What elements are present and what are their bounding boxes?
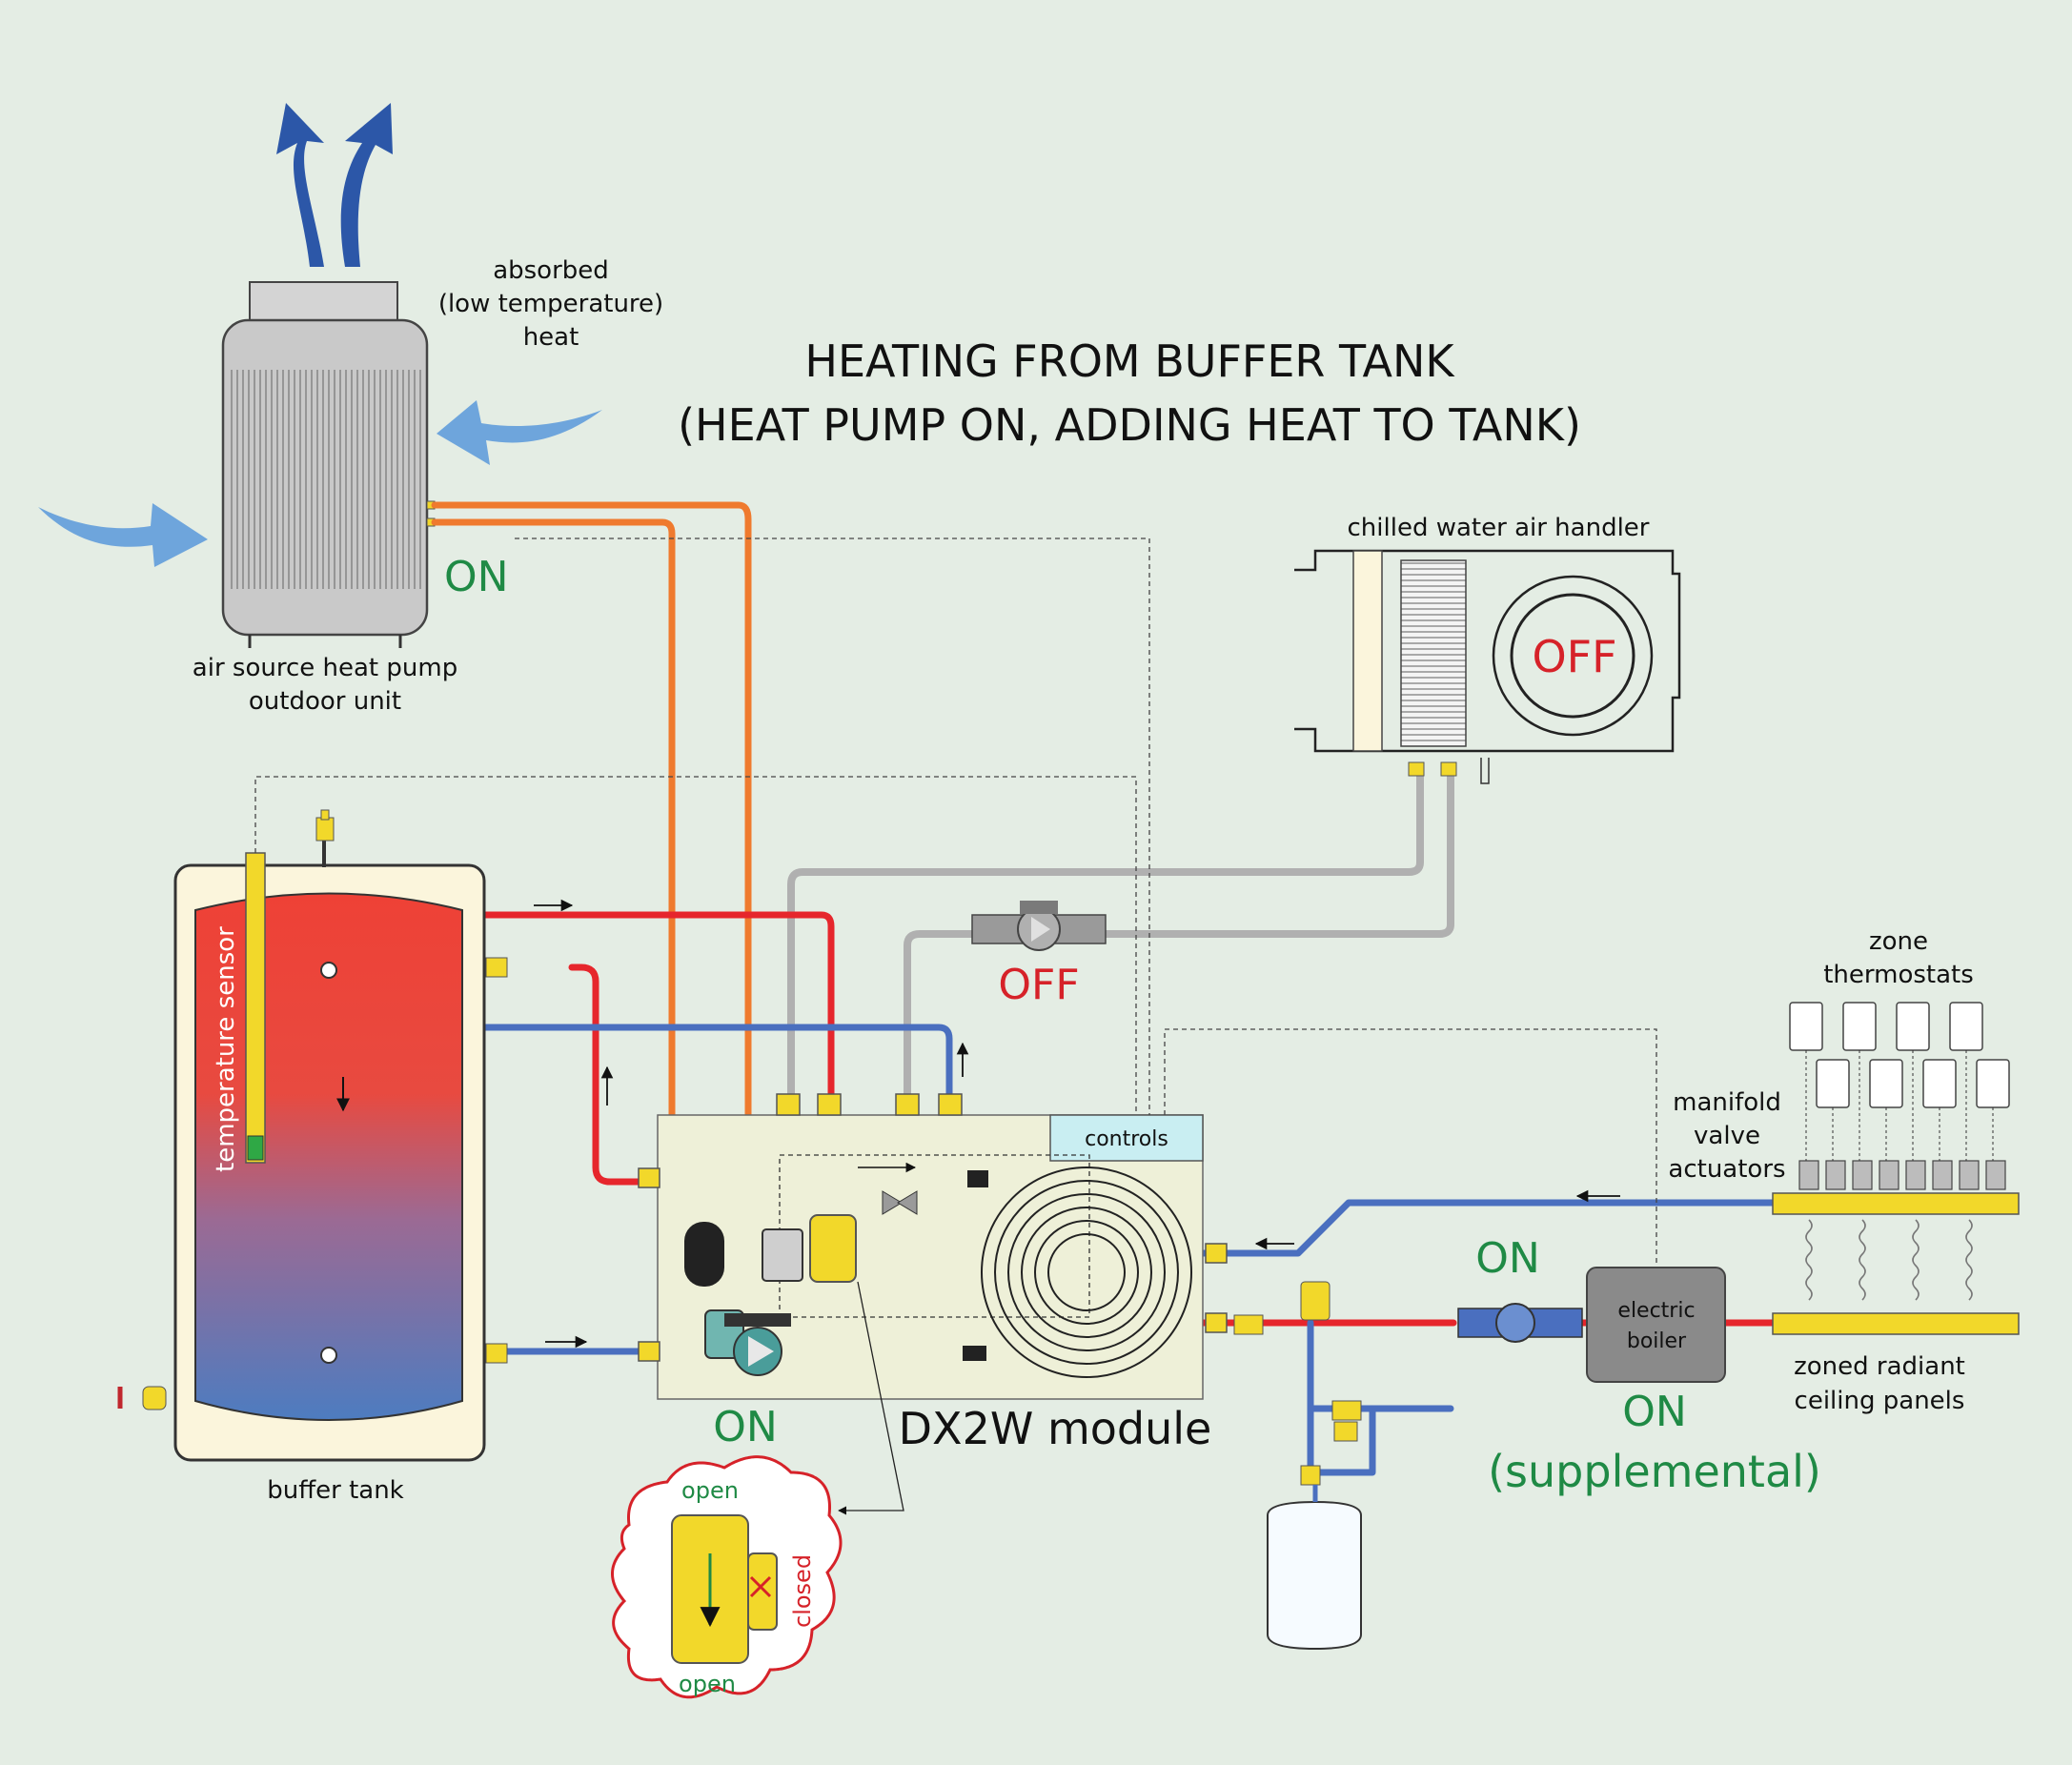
exhaust-arrow-right <box>340 103 393 267</box>
module-pump-status: ON <box>713 1403 778 1451</box>
absorbed-heat-label: (low temperature) <box>438 290 663 318</box>
absorbed-heat-label: heat <box>523 323 579 352</box>
page-subtitle: (HEAT PUMP ON, ADDING HEAT TO TANK) <box>678 399 1581 451</box>
valve-open-bottom-label: open <box>679 1671 736 1697</box>
boiler-label: boiler <box>1627 1329 1687 1353</box>
zone-manifolds <box>1772 1002 2020 1335</box>
air-handler-label: chilled water air handler <box>1348 514 1650 542</box>
boiler-status-note: (supplemental) <box>1488 1446 1821 1497</box>
page-title: HEATING FROM BUFFER TANK <box>804 335 1455 387</box>
chiller-pump-status: OFF <box>998 961 1079 1009</box>
chilled-water-pump <box>971 901 1107 951</box>
valve-callout-line <box>838 1281 904 1515</box>
module-label: DX2W module <box>899 1403 1212 1454</box>
radiant-panels-label: ceiling panels <box>1795 1387 1965 1415</box>
boiler-label: electric <box>1617 1299 1695 1323</box>
temperature-sensor-label: temperature sensor <box>212 926 240 1172</box>
valve-closed-label: closed <box>789 1554 816 1628</box>
zone-thermostats-label: thermostats <box>1823 961 1974 989</box>
actuators-label: manifold <box>1673 1088 1781 1117</box>
air-handler-status: OFF <box>1532 631 1616 682</box>
heat-pump-label: outdoor unit <box>249 687 401 716</box>
intake-arrow-lower <box>38 503 208 567</box>
boiler-pump-status: ON <box>1475 1234 1540 1283</box>
boiler-status: ON <box>1622 1388 1687 1436</box>
dx2w-module <box>638 1093 1228 1400</box>
control-wiring <box>254 538 1657 1268</box>
exhaust-arrow-left <box>276 103 324 267</box>
controls-label: controls <box>1085 1127 1168 1151</box>
airflow-arrows <box>38 103 602 567</box>
chilled-water-air-handler <box>1294 549 1681 784</box>
text-labels: HEATING FROM BUFFER TANK (HEAT PUMP ON, … <box>193 256 1974 1697</box>
heat-pump-outdoor-unit <box>221 281 436 648</box>
absorbed-heat-label: absorbed <box>493 256 609 285</box>
flow-arrows <box>534 899 1620 1349</box>
actuators-label: valve <box>1694 1122 1760 1150</box>
intake-arrow-upper <box>437 400 602 465</box>
chilled-water-lines <box>787 768 1454 1143</box>
heat-pump-label: air source heat pump <box>193 654 457 682</box>
heat-pump-status: ON <box>444 553 509 601</box>
valve-open-top-label: open <box>681 1477 739 1504</box>
boiler-side-equipment <box>1233 1267 1726 1651</box>
buffer-tank-label: buffer tank <box>267 1476 404 1505</box>
radiant-panels-label: zoned radiant <box>1794 1352 1965 1381</box>
zone-thermostats-label: zone <box>1869 927 1928 956</box>
valve-detail-cloud <box>611 1455 843 1699</box>
actuators-label: actuators <box>1668 1155 1785 1184</box>
buffer-tank <box>117 809 508 1462</box>
